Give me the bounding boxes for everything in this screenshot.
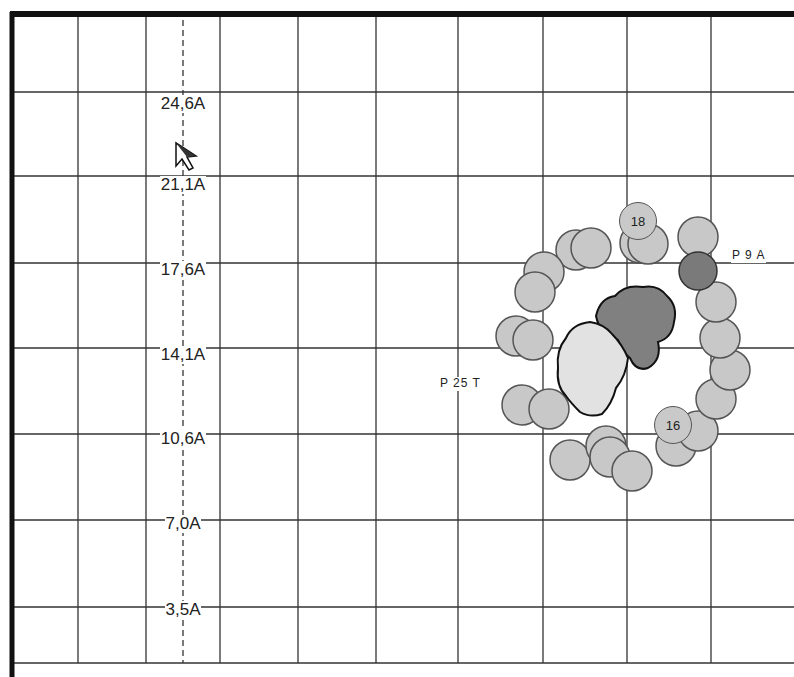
electrode-label: P 9 A bbox=[731, 249, 766, 262]
electrode-number: 18 bbox=[631, 214, 645, 229]
axis-label: 3,5A bbox=[165, 601, 202, 620]
axis-label: 7,0A bbox=[165, 515, 202, 534]
electrode-label: P 25 T bbox=[439, 377, 482, 390]
axis-label: 24,6A bbox=[160, 95, 206, 114]
axis-label: 17,6A bbox=[160, 261, 206, 280]
axis-label: 21,1A bbox=[160, 176, 206, 195]
axis-label: 14,1A bbox=[160, 346, 206, 365]
axis-label: 10,6A bbox=[160, 430, 206, 449]
electrode-number: 16 bbox=[666, 418, 680, 433]
electrode-circle: 18 bbox=[619, 202, 657, 240]
electrode-circle: 16 bbox=[654, 406, 692, 444]
